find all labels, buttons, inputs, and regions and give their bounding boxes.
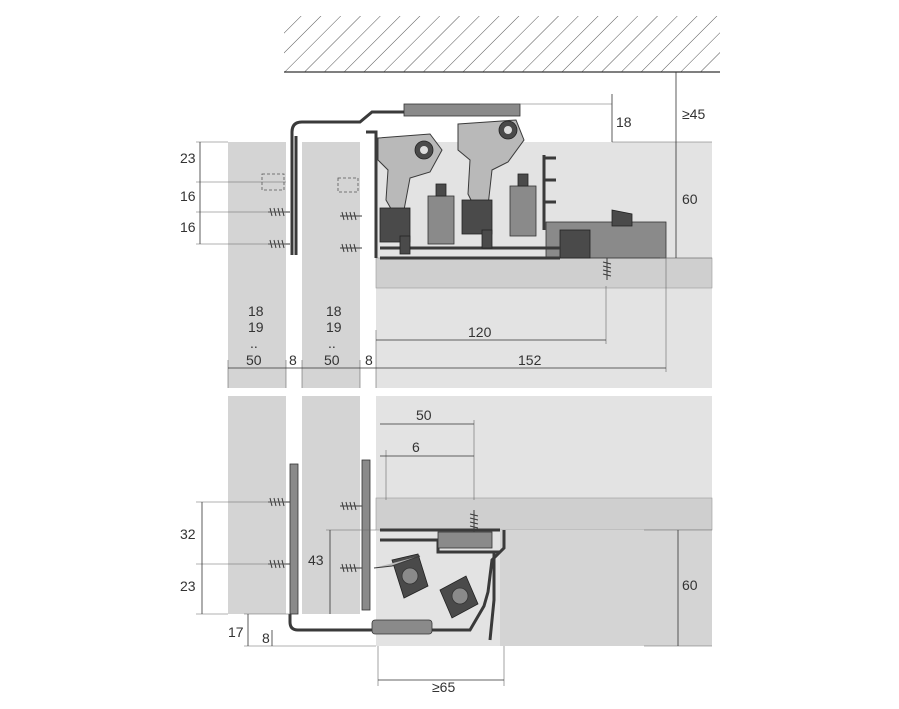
top-section: [228, 103, 713, 388]
dim-inner-height: 43: [308, 552, 324, 568]
dim-screw-upper: 32: [180, 526, 196, 542]
door-plate-inner: [361, 459, 371, 611]
top-track-housing: [545, 221, 667, 259]
dim-screw-lower: 23: [180, 578, 196, 594]
dim-door1-thickness-dots: ..: [250, 335, 258, 351]
plinth-strip: [500, 530, 536, 646]
door-panel-inner-top: [302, 142, 360, 388]
dim-door2-thickness-dots: ..: [328, 335, 336, 351]
top-carriage: [403, 103, 521, 117]
dim-ceiling-gap: ≥45: [682, 106, 705, 122]
dimension-labels-top: ≥45 18 60 23 16 16 18 19 .. 50 18 19 .. …: [180, 106, 705, 368]
dim-screw-spacing-mid: 16: [180, 188, 196, 204]
dim-min-depth: ≥65: [432, 679, 455, 695]
door-plate-outer: [289, 463, 299, 615]
dim-screw-spacing-top: 23: [180, 150, 196, 166]
door-panel-outer-bottom: [228, 396, 286, 614]
dim-gap-1: 8: [289, 352, 297, 368]
dim-track-height: 60: [682, 191, 698, 207]
door-panel-outer-top: [228, 142, 286, 388]
dimension-labels-bottom: 50 6 32 23 43 60 17 8 ≥65: [180, 407, 698, 695]
plinth-panel: [536, 530, 712, 646]
dim-screw-spacing-low: 16: [180, 219, 196, 235]
dim-door1-thickness-b: 19: [248, 319, 264, 335]
dim-bottom-gap: 8: [262, 630, 270, 646]
top-track-clip: [559, 229, 591, 259]
dim-door2-thickness-b: 19: [326, 319, 342, 335]
dim-guide-offset: 6: [412, 439, 420, 455]
bottom-wheel-assembly: [371, 531, 493, 635]
dim-door1-thickness-c: 50: [246, 352, 262, 368]
dimension-lines-bottom: [196, 420, 712, 686]
dim-door2-thickness-c: 50: [324, 352, 340, 368]
hanger-assembly-1: [377, 133, 455, 255]
bottom-section: [228, 396, 713, 646]
door-panel-inner-bottom: [302, 396, 360, 614]
dim-total-depth: 152: [518, 352, 542, 368]
top-track-end: [611, 209, 633, 227]
ceiling: [284, 16, 720, 73]
dimension-lines-top: [196, 72, 712, 388]
bottom-shelf: [375, 497, 713, 531]
dim-bottom-track-height: 60: [682, 577, 698, 593]
dim-door1-thickness-a: 18: [248, 303, 264, 319]
dim-track-offset: 18: [616, 114, 632, 130]
dim-door2-thickness-a: 18: [326, 303, 342, 319]
fixing-hole-inner: [337, 177, 359, 193]
dim-guide-width: 50: [416, 407, 432, 423]
top-shelf: [375, 257, 713, 289]
dim-gap-2: 8: [365, 352, 373, 368]
dim-floor-gap: 17: [228, 624, 244, 640]
hanger-assembly-2: [457, 119, 537, 249]
dim-screw-position: 120: [468, 324, 492, 340]
